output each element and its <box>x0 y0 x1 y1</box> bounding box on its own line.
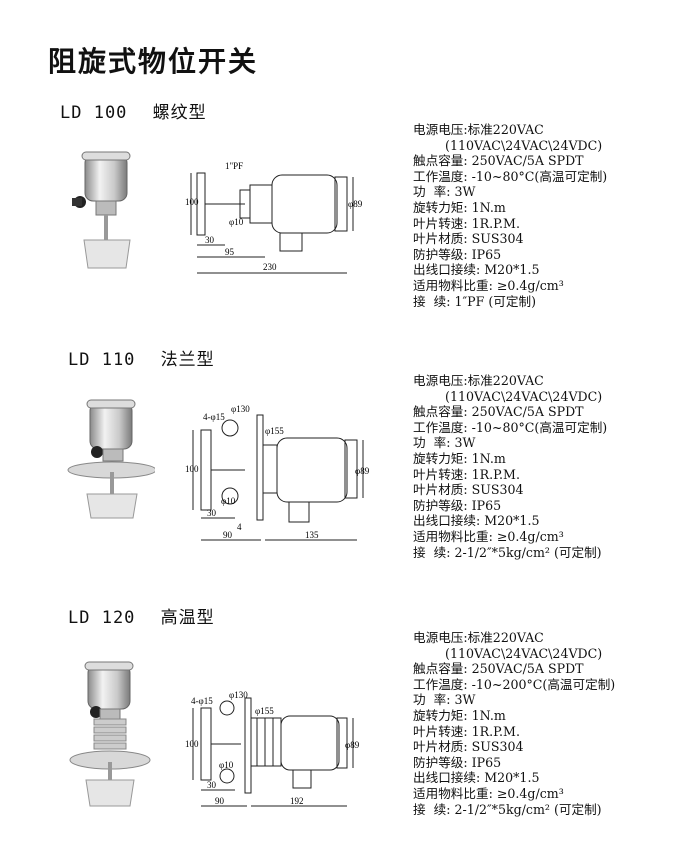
spec-line: 旋转力矩: 1N.m <box>413 199 506 215</box>
spec-line: 触点容量: 250VAC/5A SPDT <box>413 404 584 420</box>
dim-height: 100 <box>185 197 199 207</box>
spec-line: 接 续: 2-1/2″*5kg/cm² (可定制) <box>413 544 602 560</box>
dim-flange: φ155 <box>265 426 284 436</box>
spec-line: 功 率: 3W <box>413 692 476 708</box>
model-name: LD 110 <box>68 350 136 370</box>
spec-line: 出线口接续: M20*1.5 <box>413 513 540 529</box>
dim-holes: 4-φ15 <box>203 412 225 422</box>
dim-total: 230 <box>263 262 277 272</box>
dim-total: 192 <box>290 796 304 806</box>
dim-pcd: φ130 <box>231 404 250 414</box>
model-heading-ld110: LD 110 法兰型 <box>68 345 215 370</box>
dimension-drawing-ld100: 100 1"PF φ10 φ89 30 95 230 <box>185 161 363 274</box>
model-type: 法兰型 <box>160 350 215 370</box>
spec-line: 叶片材质: SUS304 <box>413 482 524 498</box>
spec-line: 电源电压:标准220VAC <box>413 630 544 645</box>
spec-line: 适用物料比重: ≥0.4g/cm³ <box>413 785 564 801</box>
product-photo-ld110 <box>67 399 155 519</box>
spec-line: 电源电压:标准220VAC <box>413 122 544 137</box>
dimension-drawing-ld110: 100 4-φ15 φ130 φ155 φ10 φ89 30 4 90 135 <box>185 404 370 541</box>
spec-line: 触点容量: 250VAC/5A SPDT <box>413 661 584 677</box>
spec-line: 适用物料比重: ≥0.4g/cm³ <box>413 528 564 544</box>
spec-line: (110VAC\24VAC\24VDC) <box>413 137 603 153</box>
product-photo-ld120 <box>69 661 151 807</box>
page-title: 阻旋式物位开关 <box>48 45 259 78</box>
product-photo-ld100 <box>72 151 131 269</box>
spec-line: 叶片转速: 1R.P.M. <box>413 466 520 482</box>
spec-line: 工作温度: -10~200°C(高温可定制) <box>413 676 616 692</box>
dim-tip: 30 <box>207 508 217 518</box>
spec-line: 叶片转速: 1R.P.M. <box>413 723 520 739</box>
spec-line: 旋转力矩: 1N.m <box>413 450 506 466</box>
model-type: 高温型 <box>160 608 215 628</box>
dim-height: 100 <box>185 739 199 749</box>
dim-flange: φ155 <box>255 706 274 716</box>
spec-line: 防护等级: IP65 <box>413 246 502 262</box>
dim-holes: 4-φ15 <box>191 696 213 706</box>
dim-insert: 90 <box>223 530 233 540</box>
spec-line: 防护等级: IP65 <box>413 754 502 770</box>
dim-pcd: φ130 <box>229 690 248 700</box>
spec-line: 叶片材质: SUS304 <box>413 231 524 247</box>
model-type: 螺纹型 <box>152 103 207 123</box>
spec-line: 功 率: 3W <box>413 184 476 200</box>
spec-line: (110VAC\24VAC\24VDC) <box>413 388 603 404</box>
dim-shaft: φ10 <box>221 496 236 506</box>
spec-list-ld100: 电源电压:标准220VAC (110VAC\24VAC\24VDC) 触点容量:… <box>413 122 698 309</box>
spec-line: 叶片转速: 1R.P.M. <box>413 215 520 231</box>
spec-list-ld120: 电源电压:标准220VAC (110VAC\24VAC\24VDC) 触点容量:… <box>413 630 698 817</box>
dim-body: φ89 <box>345 740 360 750</box>
dim-body: φ89 <box>348 199 363 209</box>
spec-line: 电源电压:标准220VAC <box>413 373 544 388</box>
dim-thread: 1"PF <box>225 161 243 171</box>
dim-insert: 95 <box>225 247 235 257</box>
spec-line: 旋转力矩: 1N.m <box>413 707 506 723</box>
spec-line: 适用物料比重: ≥0.4g/cm³ <box>413 277 564 293</box>
dim-shaft: φ10 <box>219 760 234 770</box>
dim-shaft: φ10 <box>229 217 244 227</box>
model-heading-ld100: LD 100 螺纹型 <box>60 98 207 123</box>
spec-line: 出线口接续: M20*1.5 <box>413 262 540 278</box>
spec-line: 出线口接续: M20*1.5 <box>413 770 540 786</box>
spec-line: 工作温度: -10~80°C(高温可定制) <box>413 419 608 435</box>
dim-body: φ89 <box>355 466 370 476</box>
spec-line: 接 续: 2-1/2″*5kg/cm² (可定制) <box>413 801 602 817</box>
spec-line: 功 率: 3W <box>413 435 476 451</box>
model-name: LD 100 <box>60 103 128 123</box>
spec-line: 接 续: 1″PF (可定制) <box>413 293 536 309</box>
spec-line: 触点容量: 250VAC/5A SPDT <box>413 153 584 169</box>
dim-tip: 30 <box>205 235 215 245</box>
spec-line: 防护等级: IP65 <box>413 497 502 513</box>
spec-line: 工作温度: -10~80°C(高温可定制) <box>413 168 608 184</box>
model-heading-ld120: LD 120 高温型 <box>68 603 215 628</box>
dim-total: 135 <box>305 530 319 540</box>
spec-line: 叶片材质: SUS304 <box>413 739 524 755</box>
spec-list-ld110: 电源电压:标准220VAC (110VAC\24VAC\24VDC) 触点容量:… <box>413 373 698 560</box>
model-name: LD 120 <box>68 608 136 628</box>
dimension-drawing-ld120: 100 4-φ15 φ130 φ155 φ10 φ89 30 90 192 <box>185 690 360 807</box>
dim-height: 100 <box>185 464 199 474</box>
dim-insert: 90 <box>215 796 225 806</box>
dim-tip: 30 <box>207 780 217 790</box>
dim-flange-t: 4 <box>237 522 242 532</box>
spec-line: (110VAC\24VAC\24VDC) <box>413 645 603 661</box>
